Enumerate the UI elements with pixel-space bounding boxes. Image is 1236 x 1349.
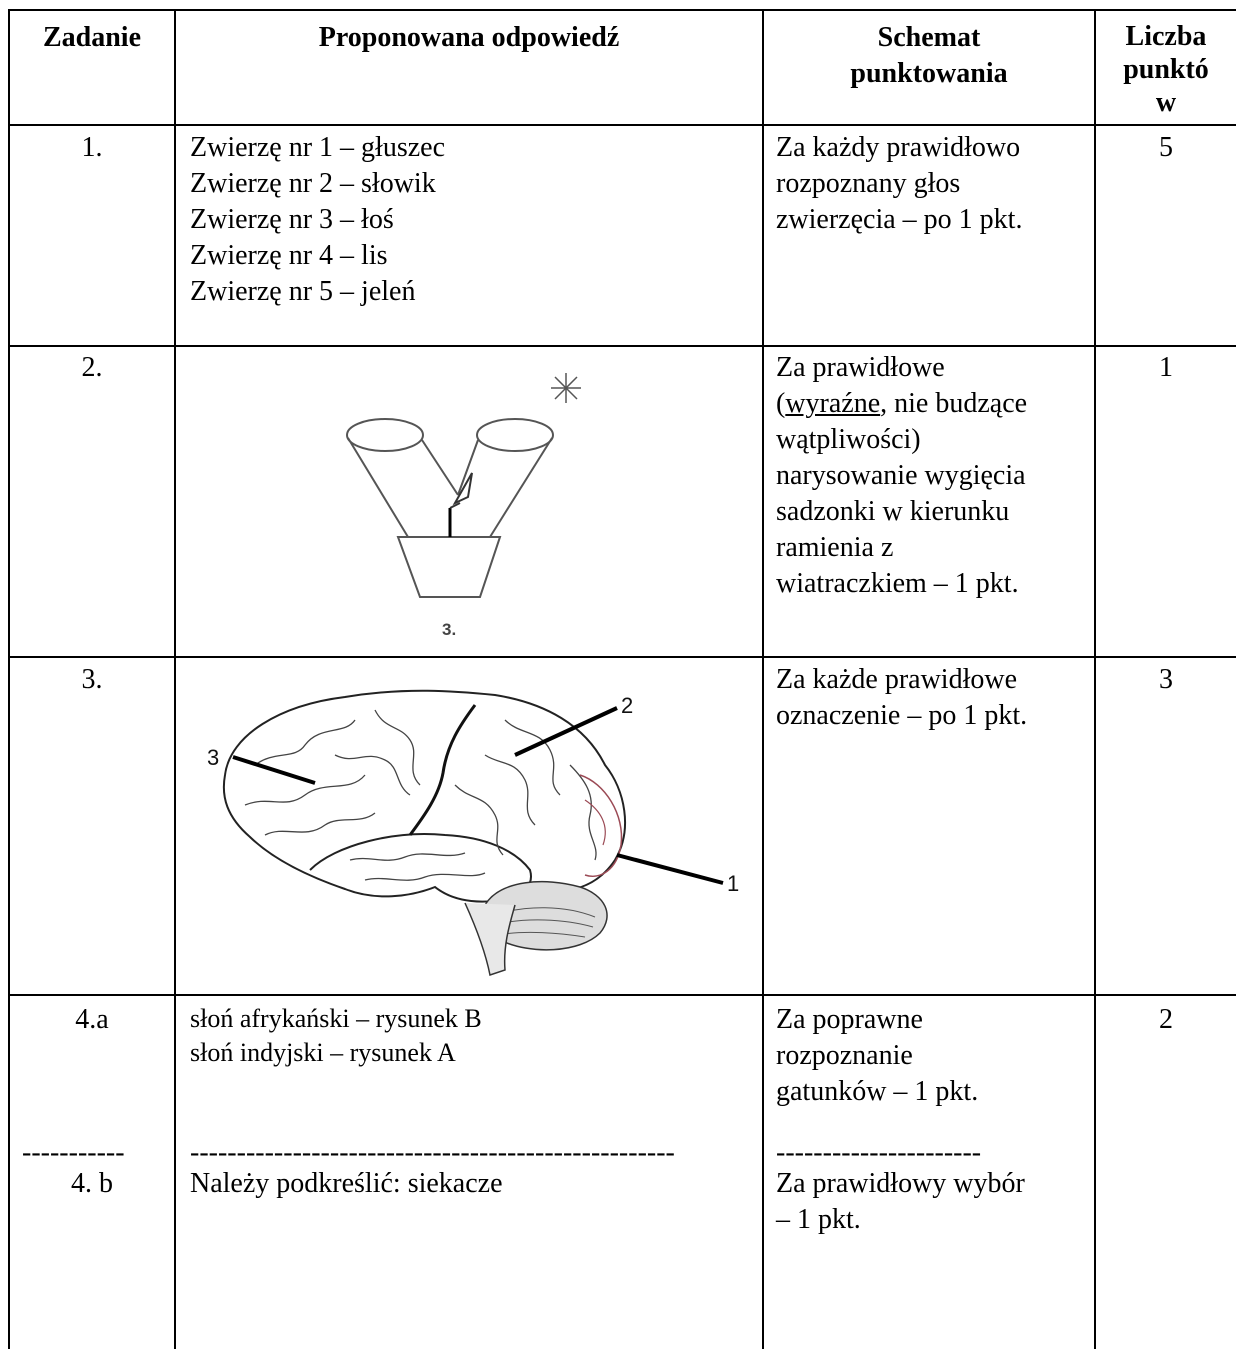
scheme-line: wątpliwości) [776,424,921,455]
seedling-bend [449,502,461,509]
underlined-word: wyraźne [785,388,881,419]
scheme-line: Za prawidłowy wybór [776,1168,1025,1199]
answer-line: Zwierzę nr 3 – łoś [190,204,394,235]
column-border [762,9,764,1349]
separator-dashes-task: ----------- [22,1138,125,1168]
seedling-leaf [452,472,473,506]
scheme-line: – 1 pkt. [776,1204,861,1235]
label-2: 2 [621,693,633,718]
open-paren: ( [776,388,786,419]
occipital-region [579,774,623,877]
answer-text: Zwierzę nr 1 – głuszec Zwierzę nr 2 – sł… [190,130,445,310]
points-value: 5 [1159,132,1173,163]
windmill-icon [551,373,581,403]
right-arm-outer-edge [489,437,553,538]
scheme-line: wiatraczkiem – 1 pkt. [776,568,1019,599]
right-arm-opening [476,418,554,452]
column-border [1094,9,1096,1349]
scheme-line: Za każdy prawidłowo [776,132,1021,163]
table-top-border [8,9,1236,11]
separator-dashes-scheme: ---------------------- [776,1138,982,1168]
row-divider [8,656,1236,658]
scheme-text: Za prawidłowe (wyraźne, nie budzące wątp… [776,350,1027,602]
cerebrum-outline [222,689,626,903]
brain-diagram: 3 2 1 [207,689,739,976]
answer-text-a: słoń afrykański – rysunek B słoń indyjsk… [190,1002,482,1070]
scheme-line: narysowanie wygięcia [776,460,1026,491]
scheme-line: ramienia z [776,532,894,563]
scheme-line: rozpoznanie [776,1040,913,1071]
left-arm-outer-edge [347,437,409,538]
scheme-line: Za każde prawidłowe [776,664,1017,695]
separator-dashes-answer: ----------------------------------------… [190,1138,675,1168]
header-points-line2: punktó [1123,54,1209,85]
left-arm-inner-edge [421,439,459,496]
scheme-text-b: Za prawidłowy wybór – 1 pkt. [776,1166,1025,1238]
header-scheme: Schemat punktowania [764,20,1094,92]
column-border [8,9,10,1349]
central-sulcus [408,704,477,836]
header-scheme-line1: Schemat [877,22,981,53]
occipital-detail [584,799,606,846]
scheme-line: rozpoznany głos [776,168,961,199]
task-number: 2. [81,352,103,383]
scheme-line: sadzonki w kierunku [776,496,1010,527]
scheme-line: (wyraźne, nie budzące [776,386,1027,422]
scheme-line: gatunków – 1 pkt. [776,1076,979,1107]
task-number: 3. [81,664,103,695]
label-1: 1 [727,871,739,896]
header-points: Liczba punktó w [1096,20,1236,119]
answer-line: Zwierzę nr 5 – jeleń [190,276,416,307]
answer-line: Zwierzę nr 4 – lis [190,240,388,271]
pointer-line-1 [616,853,724,885]
flower-pot [396,536,502,598]
answer-line: słoń indyjski – rysunek A [190,1038,456,1067]
answer-line: Zwierzę nr 1 – głuszec [190,132,445,163]
header-answer: Proponowana odpowiedź [318,22,620,53]
brainstem [464,902,516,976]
header-points-line3: w [1155,87,1177,118]
scheme-text-a: Za poprawne rozpoznanie gatunków – 1 pkt… [776,1002,978,1110]
answer-line: słoń afrykański – rysunek B [190,1004,482,1033]
answer-text-b: Należy podkreślić: siekacze [190,1168,503,1199]
header-scheme-line2: punktowania [850,58,1008,89]
points-value: 1 [1159,352,1173,383]
row-divider [8,994,1236,996]
scheme-fragment: , nie budzące [880,388,1028,419]
pointer-line-3 [232,755,316,785]
header-task: Zadanie [42,22,142,53]
scheme-line: Za prawidłowe [776,352,945,383]
scheme-line: Za poprawne [776,1004,923,1035]
left-arm-opening [346,418,424,452]
scheme-text: Za każdy prawidłowo rozpoznany głos zwie… [776,130,1022,238]
answer-line: Zwierzę nr 2 – słowik [190,168,436,199]
task-number-a: 4.a [75,1004,109,1035]
points-value: 3 [1159,664,1173,695]
right-arm-inner-edge [457,439,479,496]
label-3: 3 [207,745,219,770]
task-number-b: 4. b [71,1168,113,1199]
column-border [174,9,176,1349]
points-value: 2 [1159,1004,1173,1035]
pointer-line-2 [514,706,618,757]
task-number: 1. [81,132,103,163]
scheme-line: oznaczenie – po 1 pkt. [776,700,1028,731]
header-points-line1: Liczba [1125,21,1207,52]
scheme-line: zwierzęcia – po 1 pkt. [776,204,1023,235]
row-divider [8,345,1236,347]
plant-tropism-drawing: 3. [346,373,581,639]
row-divider [8,124,1236,126]
gyri-lines [244,709,597,881]
figure-label: 3. [442,620,456,639]
scheme-text: Za każde prawidłowe oznaczenie – po 1 pk… [776,662,1027,734]
